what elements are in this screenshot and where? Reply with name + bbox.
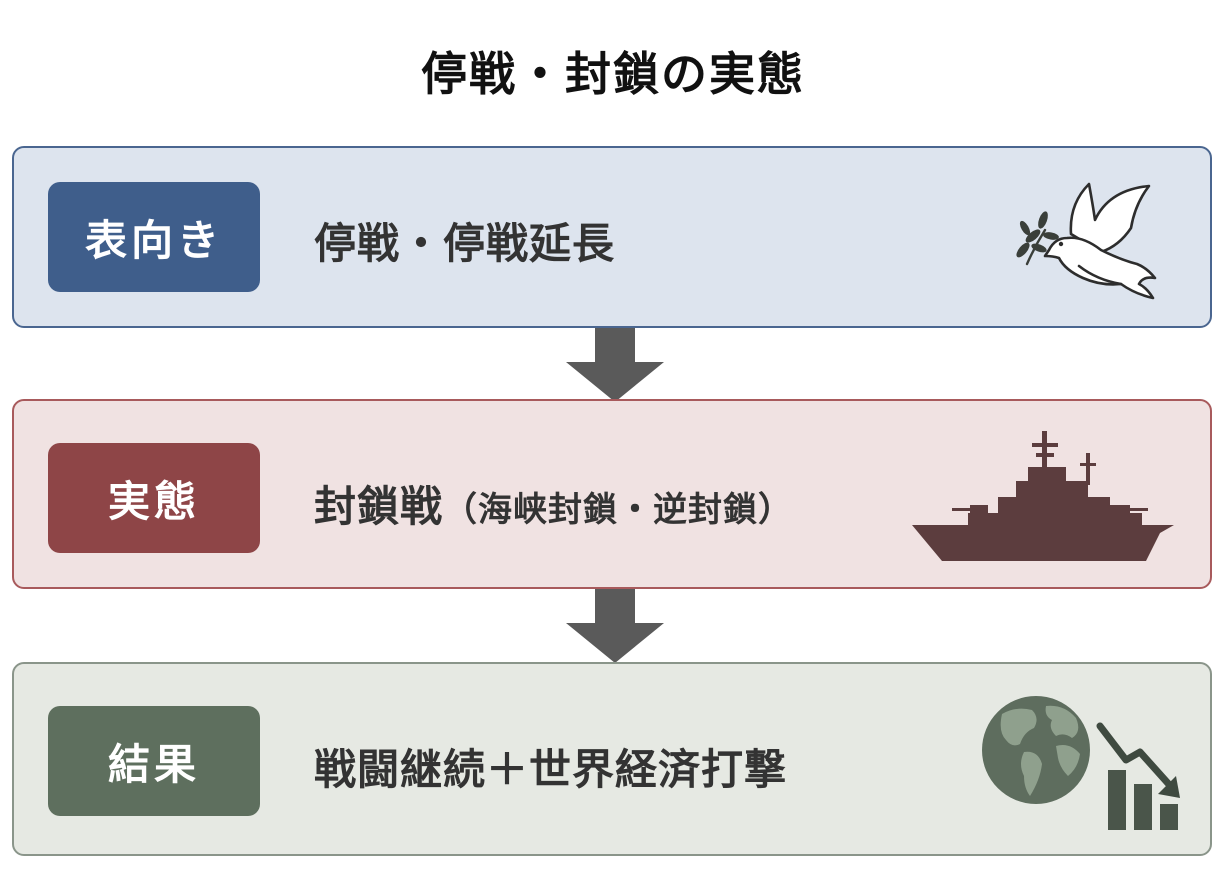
row-surface-label: 表向き bbox=[48, 182, 260, 292]
row-reality-label: 実態 bbox=[48, 443, 260, 553]
flow-arrow-1 bbox=[566, 328, 664, 402]
flow-arrow-2 bbox=[566, 589, 664, 663]
dove-olive-branch-icon bbox=[1016, 182, 1157, 300]
row-result: 結果 戦闘継続＋世界経済打撃 bbox=[12, 662, 1212, 856]
row-surface: 表向き 停戦・停戦延長 bbox=[12, 146, 1212, 328]
row-surface-text: 停戦・停戦延長 bbox=[314, 219, 616, 268]
globe-decline-chart-icon bbox=[982, 696, 1180, 830]
row-reality-main-text: 封鎖戦 bbox=[314, 482, 444, 531]
row-reality-text: 封鎖戦（海峡封鎖・逆封鎖） bbox=[314, 473, 793, 534]
row-reality-sub-text: （海峡封鎖・逆封鎖） bbox=[443, 490, 794, 530]
row-result-text: 戦闘継続＋世界経済打撃 bbox=[314, 745, 788, 794]
row-result-label: 結果 bbox=[48, 706, 260, 816]
row-reality: 実態 封鎖戦（海峡封鎖・逆封鎖） bbox=[12, 399, 1212, 589]
diagram-title: 停戦・封鎖の実態 bbox=[421, 47, 805, 101]
warship-icon bbox=[912, 431, 1174, 561]
